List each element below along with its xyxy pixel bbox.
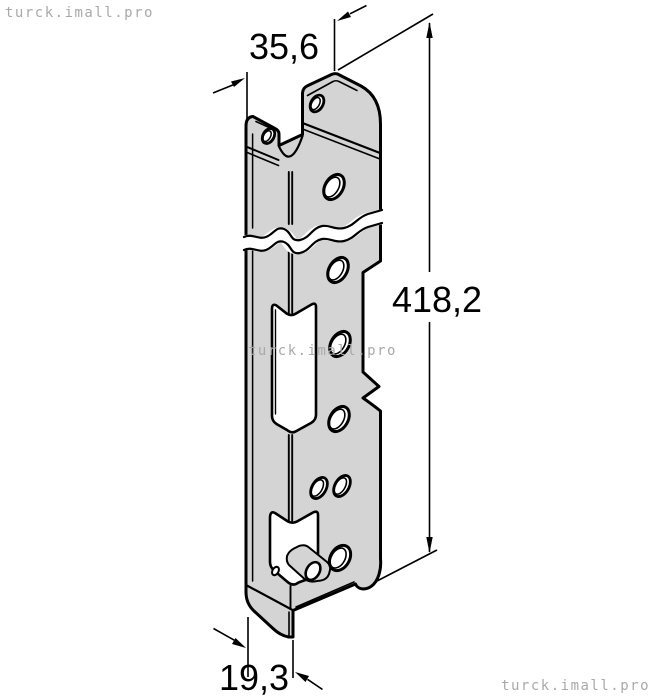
watermark-top-left: turck.imall.pro [5,5,154,21]
slot-cutout [270,302,318,434]
break-edge-upper [242,208,384,242]
dimension-overall-height: 418,2 [337,13,482,582]
arrowhead [426,537,433,553]
dim-leader [307,678,323,691]
hole-2 [326,255,350,285]
foot-pilot-hole [271,565,280,577]
ear-hole-right [308,93,326,114]
dim-leader [349,4,367,15]
dimension-bottom-depth: 19,3 [213,617,323,698]
break-edge-lower [242,221,384,255]
extension-line [376,549,438,582]
hole-bottom [327,543,353,573]
arrowhead [295,672,309,682]
hole-3 [328,329,352,359]
dim-leader [212,83,235,94]
arrowhead [232,638,246,648]
dimension-top-width: 35,6 [212,4,367,122]
arrowhead [337,11,351,21]
hole-1 [322,172,346,202]
dim-label-overall-height: 418,2 [392,279,482,320]
ear-hole-left [260,127,277,145]
extension-line [337,13,434,71]
dim-label-bottom-depth: 19,3 [219,657,289,698]
holes [260,93,353,582]
dim-leader [213,627,235,641]
break-gap [235,209,391,255]
arrowhead [426,22,433,38]
hole-4 [327,404,351,434]
hole-twin-right [332,474,352,498]
watermark-bottom-right: turck.imall.pro [501,678,650,694]
watermark-center: turck.imall.pro [248,343,397,359]
fold-lines [244,79,382,637]
window-flange-hole [304,560,322,582]
hole-twin-left [309,476,329,500]
dim-label-top-width: 35,6 [249,26,319,67]
bracket-body [244,72,383,639]
break-line [235,208,391,255]
arrowhead [231,78,245,87]
